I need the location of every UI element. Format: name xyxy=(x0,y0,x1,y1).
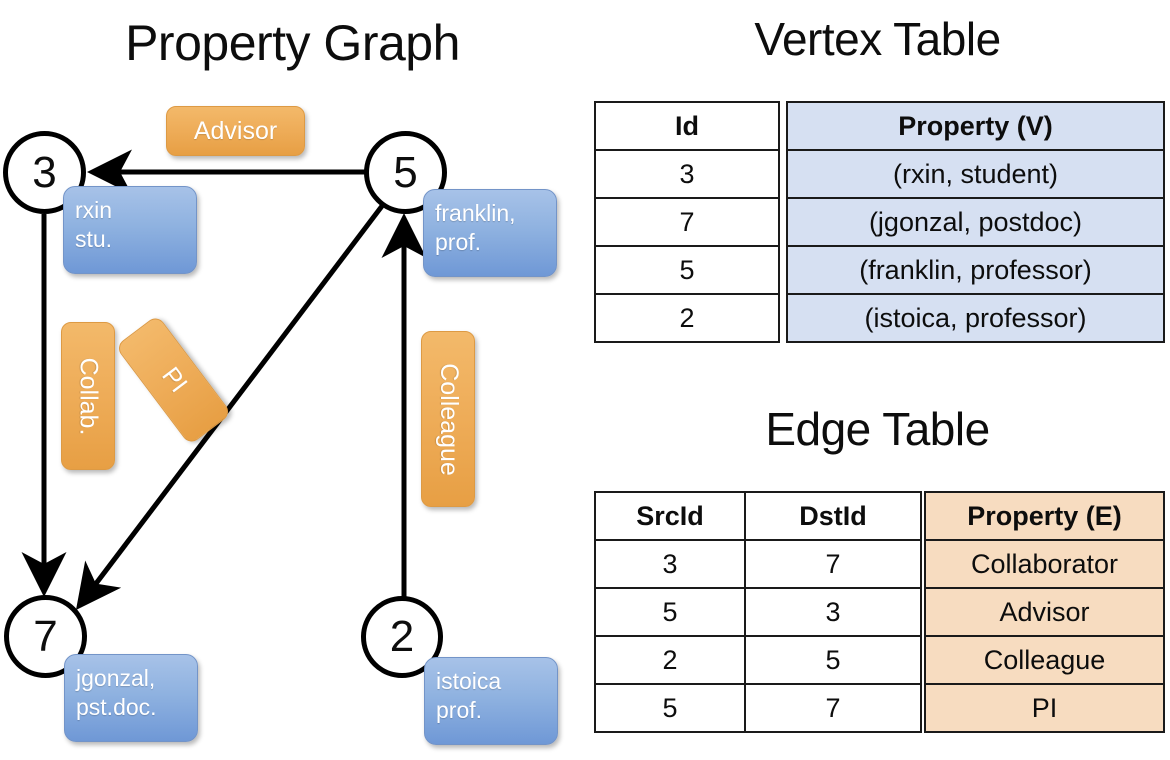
edge-cell-srcid: 3 xyxy=(594,539,746,589)
table-row: 2 xyxy=(594,293,780,343)
edge-table-property-column: Property (E) Collaborator Advisor Collea… xyxy=(924,491,1165,733)
vertex-cell-property: (jgonzal, postdoc) xyxy=(786,197,1165,247)
node-property-5-line1: franklin, xyxy=(435,200,516,226)
table-row: Advisor xyxy=(924,587,1165,637)
node-property-3-line2: stu. xyxy=(75,226,113,252)
edge-table-key-columns: SrcId DstId 3 7 5 3 2 5 5 7 xyxy=(594,491,922,733)
node-property-7-line1: jgonzal, xyxy=(76,665,156,691)
edge-cell-property: Colleague xyxy=(924,635,1165,685)
vertex-table-property-column: Property (V) (rxin, student) (jgonzal, p… xyxy=(786,101,1165,343)
table-row: Colleague xyxy=(924,635,1165,685)
vertex-cell-property: (rxin, student) xyxy=(786,149,1165,199)
node-property-2-line2: prof. xyxy=(436,697,483,723)
table-header-row: SrcId DstId xyxy=(594,491,922,541)
vertex-cell-id: 5 xyxy=(594,245,780,295)
property-graph-diagram: Advisor Collab. PI Colleague 3 5 7 2 rxi… xyxy=(3,106,558,745)
graph-node-5-label: 5 xyxy=(393,147,418,197)
table-row: (jgonzal, postdoc) xyxy=(786,197,1165,247)
vertex-cell-id: 2 xyxy=(594,293,780,343)
graph-node-2[interactable]: 2 xyxy=(361,596,443,678)
edge-cell-property: PI xyxy=(924,683,1165,733)
table-row: Collaborator xyxy=(924,539,1165,589)
edge-cell-srcid: 5 xyxy=(594,683,746,733)
graph-node-7-label: 7 xyxy=(33,611,58,661)
edge-header-property: Property (E) xyxy=(924,491,1165,541)
edge-cell-srcid: 2 xyxy=(594,635,746,685)
page-title-vertex-table: Vertex Table xyxy=(754,13,1001,65)
edge-label-advisor-text: Advisor xyxy=(193,116,278,145)
table-row: (istoica, professor) xyxy=(786,293,1165,343)
edge-label-pi-text: PI xyxy=(155,361,193,398)
node-property-box-5[interactable]: franklin, prof. xyxy=(423,189,557,277)
table-header-row: Property (V) xyxy=(786,101,1165,151)
node-property-box-7[interactable]: jgonzal, pst.doc. xyxy=(64,654,198,742)
vertex-header-id: Id xyxy=(594,101,780,151)
table-row: (franklin, professor) xyxy=(786,245,1165,295)
table-row: 7 xyxy=(594,197,780,247)
page-title-edge-table: Edge Table xyxy=(765,403,990,455)
table-row: PI xyxy=(924,683,1165,733)
edge-header-srcid: SrcId xyxy=(594,491,746,541)
table-row: 3 xyxy=(594,149,780,199)
table-row: 5 xyxy=(594,245,780,295)
node-property-3-line1: rxin xyxy=(75,197,113,223)
edge-cell-dstid: 3 xyxy=(744,587,922,637)
table-header-row: Id xyxy=(594,101,780,151)
table-row: (rxin, student) xyxy=(786,149,1165,199)
edge-arrow-5-to-7 xyxy=(75,204,384,610)
node-property-box-3[interactable]: rxin stu. xyxy=(63,186,197,274)
edge-cell-dstid: 5 xyxy=(744,635,922,685)
graph-node-2-label: 2 xyxy=(389,612,415,661)
vertex-cell-property: (franklin, professor) xyxy=(786,245,1165,295)
node-property-5-line2: prof. xyxy=(435,229,482,255)
vertex-cell-id: 7 xyxy=(594,197,780,247)
table-row: 3 7 xyxy=(594,539,922,589)
node-property-7-line2: pst.doc. xyxy=(76,694,157,720)
table-header-row: Property (E) xyxy=(924,491,1165,541)
page-title-property-graph: Property Graph xyxy=(125,15,460,71)
vertex-cell-property: (istoica, professor) xyxy=(786,293,1165,343)
edge-label-colleague-text: Colleague xyxy=(434,362,463,476)
edge-label-advisor[interactable]: Advisor xyxy=(166,106,305,156)
node-property-box-2[interactable]: istoica prof. xyxy=(424,657,558,745)
vertex-header-property: Property (V) xyxy=(786,101,1165,151)
edge-cell-srcid: 5 xyxy=(594,587,746,637)
table-row: 5 7 xyxy=(594,683,922,733)
vertex-table-id-column: Id 3 7 5 2 xyxy=(594,101,780,343)
vertex-cell-id: 3 xyxy=(594,149,780,199)
table-row: 5 3 xyxy=(594,587,922,637)
graph-node-5[interactable]: 5 xyxy=(364,131,447,214)
edge-label-colleague[interactable]: Colleague xyxy=(421,331,475,507)
graph-edge-arrows xyxy=(21,149,427,610)
edge-cell-property: Collaborator xyxy=(924,539,1165,589)
edge-cell-dstid: 7 xyxy=(744,539,922,589)
edge-header-dstid: DstId xyxy=(744,491,922,541)
edge-label-collab[interactable]: Collab. xyxy=(61,322,115,470)
edge-cell-property: Advisor xyxy=(924,587,1165,637)
edge-cell-dstid: 7 xyxy=(744,683,922,733)
edge-label-collab-text: Collab. xyxy=(74,357,103,435)
table-row: 2 5 xyxy=(594,635,922,685)
graph-node-3-label: 3 xyxy=(32,147,57,197)
node-property-2-line1: istoica xyxy=(436,668,502,694)
